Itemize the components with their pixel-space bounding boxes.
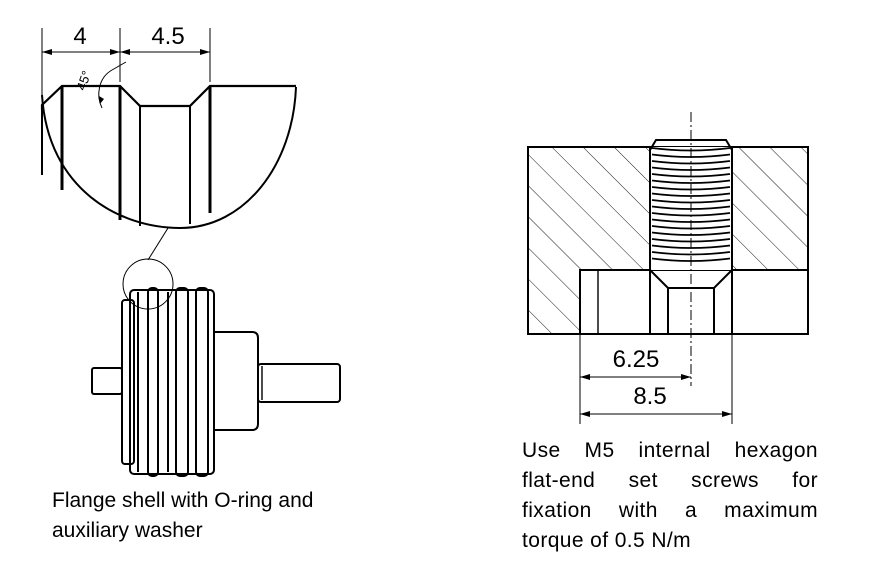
o-ring-groove-1 <box>147 287 159 477</box>
thread-crest <box>651 179 731 184</box>
flange-shell-side-view <box>91 258 341 477</box>
angle-label-45: 45° <box>73 69 94 93</box>
caption-right-line-1: Use M5 internal hexagon <box>522 439 818 462</box>
threaded-hole-section: 6.25 8.5 <box>527 112 809 424</box>
caption-set-screw-note: Use M5 internal hexagon flat-end set scr… <box>522 436 818 556</box>
thread-crest <box>651 192 731 197</box>
dimension-label-8-5: 8.5 <box>633 383 666 410</box>
caption-right-line-4: torque of 0.5 N/m <box>522 529 692 552</box>
thread-crest <box>651 173 731 178</box>
angle-arc <box>98 69 113 109</box>
groove-detail-view: 4 4.5 45° <box>40 23 297 261</box>
caption-flange-shell: Flange shell with O-ring and auxiliary w… <box>52 486 392 546</box>
shaft-left <box>91 367 123 395</box>
caption-right-line-2: flat-end set screws for <box>522 469 818 492</box>
thread-crest <box>651 160 731 165</box>
hub <box>214 331 259 431</box>
detail-boundary-arc <box>41 86 297 230</box>
dimension-label-6-25: 6.25 <box>613 346 660 373</box>
detail-leader-line <box>147 227 169 261</box>
o-ring-groove-2 <box>175 287 189 477</box>
groove-profile <box>40 84 296 110</box>
auxiliary-washer <box>195 287 209 477</box>
dimension-label-4-5: 4.5 <box>151 23 184 50</box>
caption-right-line-3: fixation with a maximum <box>522 499 818 522</box>
shaft-right <box>257 363 341 403</box>
dimension-label-4: 4 <box>73 23 86 50</box>
thread-crest <box>651 251 731 256</box>
caption-left-line-1: Flange shell with O-ring and <box>52 489 314 512</box>
counterbore-outline <box>579 269 808 334</box>
flange-wall-left <box>121 299 135 465</box>
caption-left-line-2: auxiliary washer <box>52 519 203 542</box>
flange-body <box>129 289 215 475</box>
